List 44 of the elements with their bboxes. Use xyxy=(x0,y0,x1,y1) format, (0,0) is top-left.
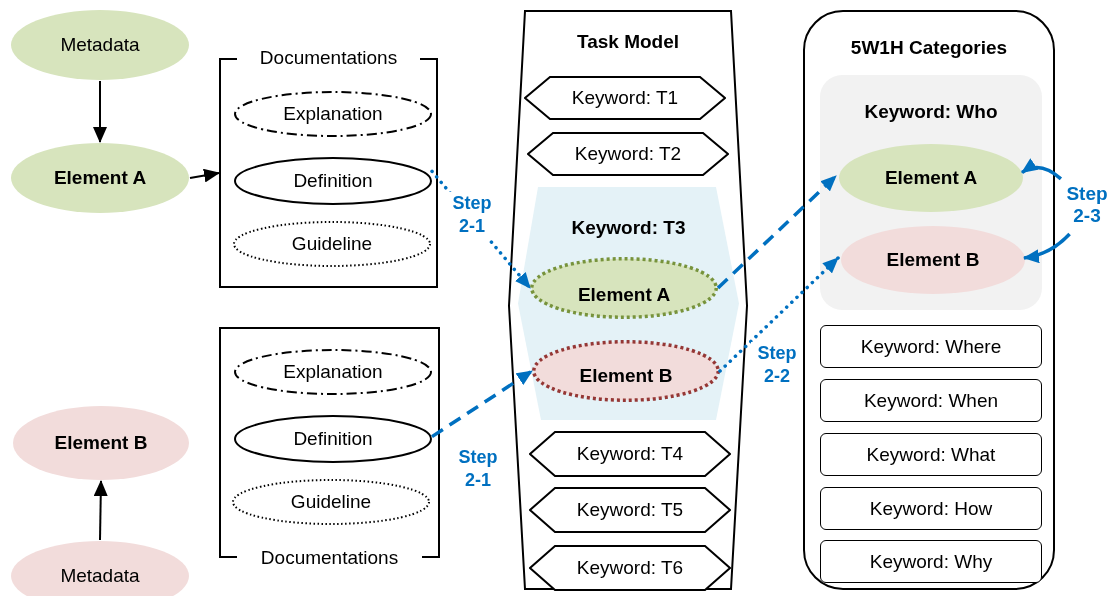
category-panel xyxy=(803,10,1055,590)
keyword-box xyxy=(820,433,1042,476)
node-label: Explanation xyxy=(283,361,383,383)
node-label: Keyword: What xyxy=(866,443,996,466)
node-label: Guideline xyxy=(291,233,373,255)
node-label: Definition xyxy=(293,428,373,450)
node-label: Element A xyxy=(884,167,978,189)
node-label: Keyword: Where xyxy=(860,335,1002,358)
node-label: Element B xyxy=(54,432,148,454)
node-label: Keyword: T1 xyxy=(571,87,679,109)
keyword-box xyxy=(820,487,1042,530)
node-label: Metadata xyxy=(60,34,140,56)
keyword-box xyxy=(820,379,1042,422)
node-label: Keyword: How xyxy=(869,497,993,520)
node-label: Keyword: T2 xyxy=(574,143,682,165)
keyword-box xyxy=(820,540,1042,583)
node-label: Keyword: T5 xyxy=(576,499,684,521)
node-label: Element B xyxy=(886,249,980,271)
arrow xyxy=(431,369,533,439)
heading: Keyword: Who xyxy=(864,101,998,123)
arrow xyxy=(718,256,840,373)
node-label: Keyword: T6 xyxy=(576,557,684,579)
arrow xyxy=(716,174,838,290)
arrow xyxy=(189,168,220,183)
node-label: Metadata xyxy=(60,565,140,587)
node-label: Guideline xyxy=(290,491,372,513)
node-label: Definition xyxy=(293,170,373,192)
curved-arrow xyxy=(1021,158,1063,181)
node-label: Keyword: Why xyxy=(869,550,993,573)
node-label: Explanation xyxy=(283,103,383,125)
curved-arrow xyxy=(1023,232,1071,263)
node-label: Element A xyxy=(53,167,147,189)
heading: 5W1H Categories xyxy=(850,37,1008,59)
group-panel xyxy=(820,75,1042,310)
arrow xyxy=(93,480,108,541)
node-label: Keyword: When xyxy=(863,389,999,412)
heading: Keyword: T3 xyxy=(571,217,686,239)
arrow xyxy=(93,80,107,143)
node-label: Step 2-3 xyxy=(1065,183,1109,227)
node-label: Element B xyxy=(579,365,673,387)
keyword-box xyxy=(820,325,1042,368)
node-label: Keyword: T4 xyxy=(576,443,684,465)
heading: Task Model xyxy=(576,31,680,53)
node-label: Element A xyxy=(577,284,671,306)
